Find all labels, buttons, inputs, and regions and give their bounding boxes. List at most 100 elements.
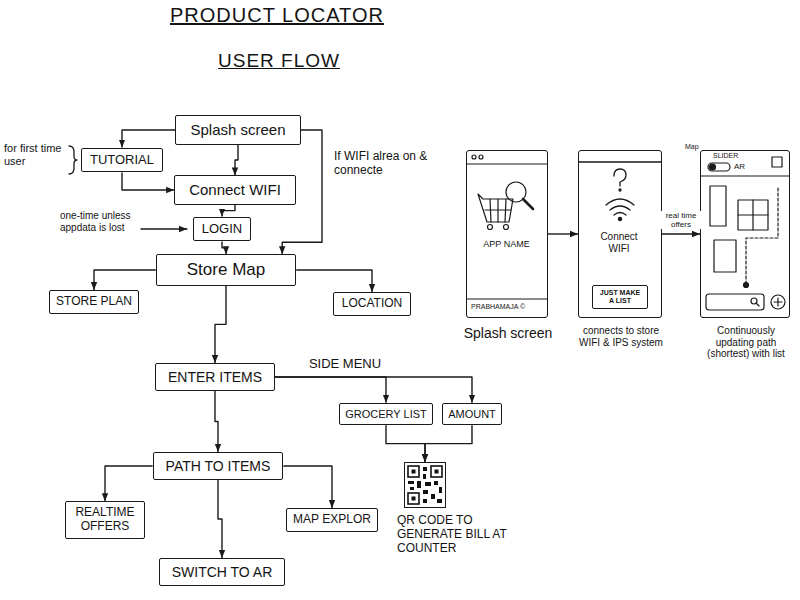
flow-arrow bbox=[94, 270, 156, 290]
status-dot bbox=[479, 155, 483, 159]
qr-module bbox=[423, 499, 427, 503]
qr-finder bbox=[408, 493, 419, 504]
flow-arrow bbox=[275, 377, 386, 403]
shelf bbox=[710, 186, 726, 226]
question-dot bbox=[619, 189, 621, 191]
qr-finder bbox=[412, 470, 416, 474]
qr-module bbox=[408, 481, 414, 484]
slider-knob bbox=[710, 164, 716, 170]
qr-finder bbox=[431, 466, 442, 477]
qr-finder bbox=[412, 497, 416, 501]
add-button bbox=[771, 295, 785, 309]
flow-arrow bbox=[275, 377, 472, 403]
node-text: GROCERY LIST bbox=[345, 408, 427, 421]
qr-module bbox=[423, 474, 426, 479]
node-text: Map bbox=[685, 143, 699, 151]
node-text: AMOUNT bbox=[448, 408, 496, 421]
node-text: TUTORIAL bbox=[90, 153, 154, 168]
wifi-arcs bbox=[606, 199, 634, 215]
node-text: Store Map bbox=[187, 260, 265, 280]
status-bar-line bbox=[467, 163, 547, 164]
edge-label: If WIFI alrea on & connecte bbox=[332, 150, 444, 178]
flow-arrow bbox=[425, 425, 472, 462]
node-text: Connect WIFI bbox=[189, 181, 281, 198]
flow-arrow bbox=[215, 391, 218, 452]
qr-finder bbox=[408, 466, 419, 477]
qr-module bbox=[410, 487, 414, 490]
flow-arrow bbox=[662, 233, 700, 234]
process-box: AMOUNT bbox=[442, 403, 502, 426]
flow-arrow bbox=[222, 241, 226, 254]
process-box: STORE PLAN bbox=[49, 290, 139, 314]
node-text: PATH TO ITEMS bbox=[166, 458, 271, 474]
cart-grid bbox=[485, 199, 511, 222]
map-wireframe bbox=[701, 157, 789, 310]
footer-line bbox=[467, 298, 547, 299]
process-box: LOGIN bbox=[193, 217, 251, 242]
node-text: Splash screen bbox=[190, 121, 285, 138]
qr-pattern bbox=[408, 466, 442, 504]
cart-wheel bbox=[488, 225, 493, 230]
qr-module bbox=[423, 490, 428, 494]
node-text: AR bbox=[734, 162, 745, 171]
phone-screen: Connect WIFIconnects to store WIFI & IPS… bbox=[578, 150, 662, 318]
process-box: SWITCH TO AR bbox=[159, 558, 286, 586]
add-plus bbox=[774, 298, 782, 306]
node-text: Splash screen bbox=[456, 325, 560, 341]
note-label: for first time user bbox=[4, 142, 66, 167]
flow-arrow bbox=[548, 233, 578, 234]
node-text: APP NAME bbox=[467, 239, 546, 249]
qr-module bbox=[417, 481, 421, 488]
button: JUST MAKE A LIST bbox=[592, 285, 648, 309]
wifi-wireframe bbox=[579, 162, 661, 221]
subtitle: USER FLOW bbox=[218, 50, 340, 72]
qr-finder bbox=[435, 470, 439, 474]
node-text: STORE PLAN bbox=[56, 295, 132, 309]
flow-arrow bbox=[296, 270, 372, 292]
node-text: MAP EXPLOR bbox=[293, 513, 371, 527]
flow-arrow bbox=[122, 130, 175, 148]
status-bar-line bbox=[701, 175, 789, 176]
menu-icon bbox=[772, 157, 782, 167]
route-pin bbox=[744, 283, 749, 288]
node-text: connects to store WIFI & IPS system bbox=[574, 325, 668, 348]
ar-slider bbox=[708, 163, 730, 171]
process-box: Splash screen bbox=[175, 115, 300, 144]
edge-label: real time offers bbox=[660, 211, 702, 229]
phone-screen: APP NAMEPRABHAMAJA ©Splash screen bbox=[466, 150, 548, 318]
node-text: SWITCH TO AR bbox=[172, 564, 273, 580]
process-box: PATH TO ITEMS bbox=[153, 452, 284, 480]
bracket bbox=[69, 146, 77, 174]
qr-module bbox=[423, 467, 427, 471]
process-box: GROCERY LIST bbox=[339, 403, 433, 426]
node-text: REALTIME OFFERS bbox=[72, 506, 138, 534]
status-bar-line bbox=[579, 161, 661, 162]
note-label: one-time unless appdata is lost bbox=[60, 210, 138, 233]
qr-module bbox=[439, 487, 442, 493]
shelf-grid bbox=[738, 200, 768, 230]
status-dot bbox=[472, 155, 476, 159]
shelf bbox=[738, 200, 768, 230]
qr-module bbox=[434, 481, 438, 485]
node-text: Continuously updating path (shortest) wi… bbox=[699, 325, 793, 360]
process-box: Connect WIFI bbox=[174, 175, 296, 204]
qr-module bbox=[425, 482, 431, 486]
process-box: Store Map bbox=[156, 254, 296, 286]
process-box: MAP EXPLOR bbox=[286, 508, 378, 532]
shelf bbox=[714, 240, 736, 272]
process-box: LOCATION bbox=[333, 292, 411, 316]
qr-code: QR CODE TO GENERATE BILL AT COUNTER bbox=[404, 462, 446, 508]
flow-arrow bbox=[222, 205, 235, 217]
node-text: LOCATION bbox=[342, 297, 402, 311]
phone-screen: SLIDERMapARContinuously updating path (s… bbox=[700, 150, 790, 318]
process-box: TUTORIAL bbox=[81, 148, 163, 173]
qr-module bbox=[431, 494, 435, 499]
flow-arrow bbox=[105, 466, 153, 501]
edge-label: SIDE MENU bbox=[307, 357, 383, 372]
cart-wheel bbox=[504, 225, 509, 230]
magnifier-handle bbox=[523, 199, 533, 209]
question-mark bbox=[614, 169, 626, 186]
node-text: Connect WIFI bbox=[594, 231, 644, 254]
search-handle bbox=[756, 303, 759, 306]
